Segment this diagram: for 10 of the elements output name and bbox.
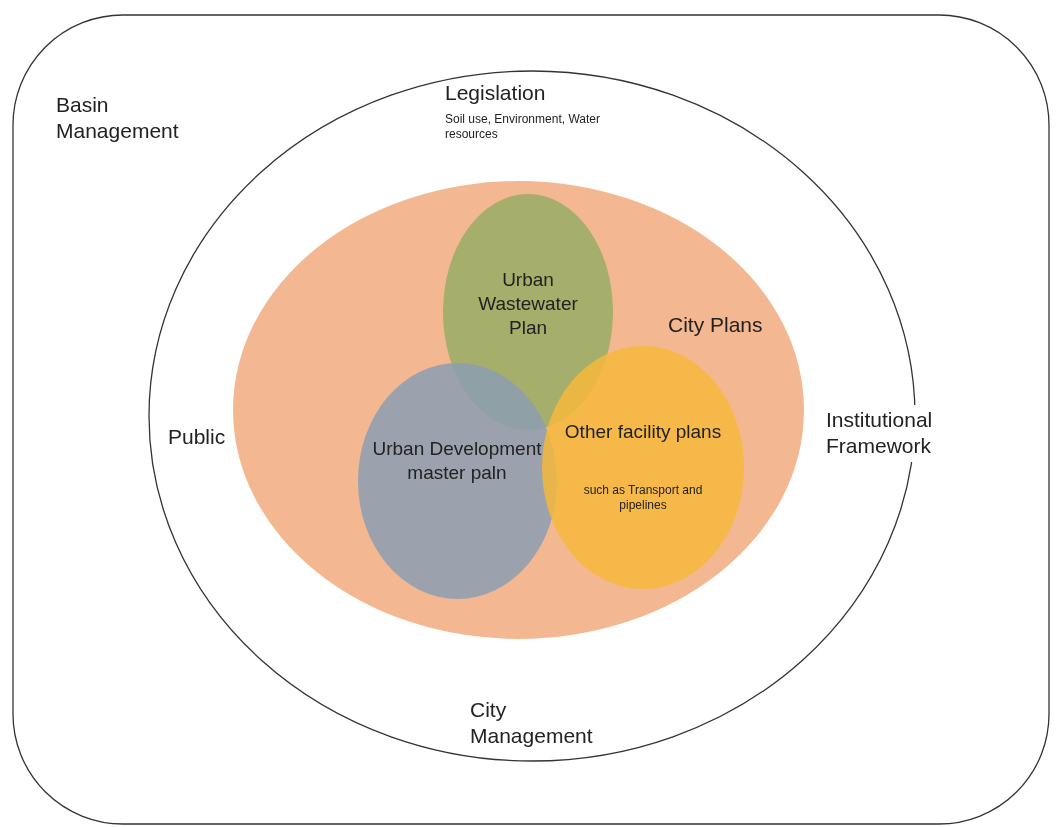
note-text: such as Transport and pipelines (582, 483, 704, 513)
region-label: Public (168, 424, 227, 450)
plan-label: Urban Wastewater Plan (477, 268, 579, 340)
heading-label: Legislation (445, 80, 547, 106)
note-text: Soil use, Environment, Water resources (445, 112, 601, 142)
region-label: Basin Management (56, 92, 180, 145)
plan-label: Other facility plans (563, 420, 723, 444)
region-label: City Plans (668, 312, 764, 338)
plan-label: Urban Development master paln (372, 437, 542, 485)
region-label: City Management (470, 697, 594, 750)
